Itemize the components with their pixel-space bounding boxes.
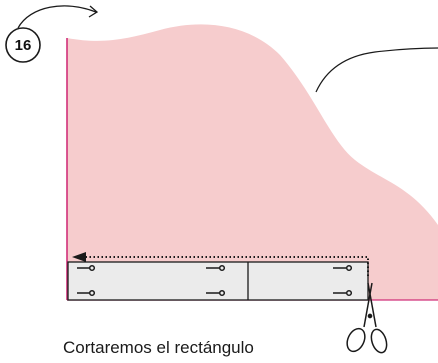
scissors-icon	[346, 282, 388, 354]
fabric-piece	[67, 24, 438, 301]
curved-arrow-icon	[17, 5, 97, 29]
curved-arrow-head	[88, 5, 99, 18]
step-circle-icon	[5, 27, 41, 63]
dotted-arrow-head	[72, 252, 86, 262]
step-number: 16	[14, 36, 32, 54]
caption-text: Cortaremos el rectángulo	[63, 338, 254, 357]
pin-icon	[77, 264, 353, 297]
dotted-arrow-icon	[84, 256, 369, 276]
annotation-curve	[315, 47, 438, 93]
